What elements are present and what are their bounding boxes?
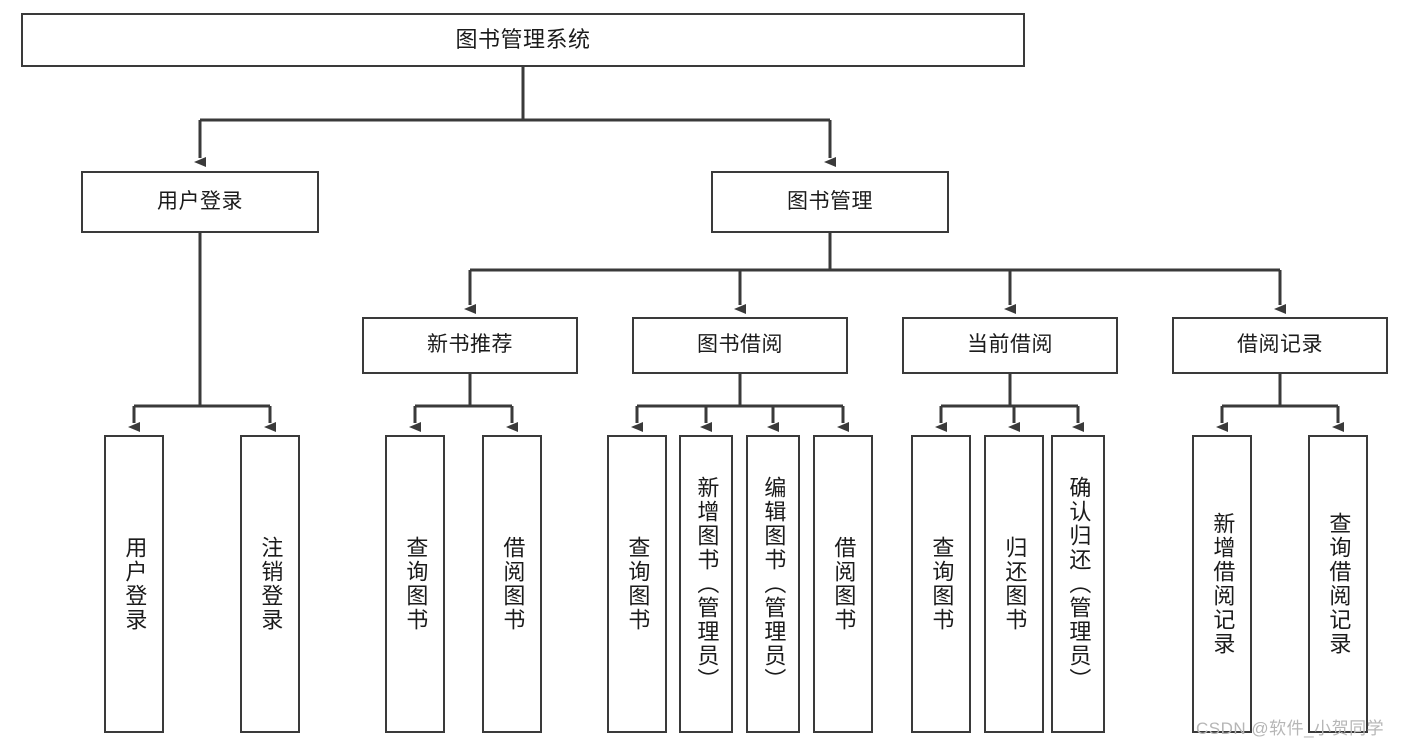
node-leaf-query-book-borrow-label: 查询图书 [625, 536, 651, 632]
node-user-login[interactable]: 用户登录 [81, 171, 319, 233]
node-root[interactable]: 图书管理系统 [21, 13, 1025, 67]
node-leaf-borrow-book-label: 借阅图书 [831, 536, 857, 632]
node-user-login-label: 用户登录 [157, 189, 243, 213]
node-leaf-edit-book[interactable]: 编辑图书（管理员） [746, 435, 800, 733]
node-borrow-record-label: 借阅记录 [1237, 333, 1323, 357]
node-leaf-edit-book-label: 编辑图书（管理员） [761, 476, 787, 692]
node-leaf-borrow-book-recommend-label: 借阅图书 [500, 536, 526, 632]
csdn-watermark: CSDN @软件_小贺同学 [1196, 719, 1385, 738]
node-leaf-query-book-current[interactable]: 查询图书 [911, 435, 971, 733]
node-current-borrow-label: 当前借阅 [967, 333, 1053, 357]
node-leaf-query-borrow-record[interactable]: 查询借阅记录 [1308, 435, 1368, 733]
node-leaf-query-borrow-record-label: 查询借阅记录 [1326, 512, 1352, 656]
node-leaf-add-book[interactable]: 新增图书（管理员） [679, 435, 733, 733]
node-leaf-query-book-current-label: 查询图书 [929, 536, 955, 632]
node-leaf-query-book-recommend[interactable]: 查询图书 [385, 435, 445, 733]
node-new-book-recommend[interactable]: 新书推荐 [362, 317, 578, 374]
node-leaf-borrow-book-recommend[interactable]: 借阅图书 [482, 435, 542, 733]
node-leaf-confirm-return[interactable]: 确认归还（管理员） [1051, 435, 1105, 733]
node-new-book-recommend-label: 新书推荐 [427, 333, 513, 357]
node-leaf-logout-login-label: 注销登录 [258, 536, 284, 632]
node-book-borrow[interactable]: 图书借阅 [632, 317, 848, 374]
node-leaf-return-book[interactable]: 归还图书 [984, 435, 1044, 733]
node-leaf-user-login[interactable]: 用户登录 [104, 435, 164, 733]
node-leaf-query-book-borrow[interactable]: 查询图书 [607, 435, 667, 733]
node-current-borrow[interactable]: 当前借阅 [902, 317, 1118, 374]
node-leaf-return-book-label: 归还图书 [1002, 536, 1028, 632]
node-book-borrow-label: 图书借阅 [697, 333, 783, 357]
node-root-label: 图书管理系统 [455, 27, 591, 53]
node-leaf-confirm-return-label: 确认归还（管理员） [1066, 476, 1092, 692]
node-leaf-user-login-label: 用户登录 [122, 536, 148, 632]
node-leaf-borrow-book[interactable]: 借阅图书 [813, 435, 873, 733]
node-book-manage[interactable]: 图书管理 [711, 171, 949, 233]
node-borrow-record[interactable]: 借阅记录 [1172, 317, 1388, 374]
node-leaf-add-book-label: 新增图书（管理员） [694, 476, 720, 692]
node-leaf-add-borrow-record-label: 新增借阅记录 [1210, 512, 1236, 656]
node-leaf-add-borrow-record[interactable]: 新增借阅记录 [1192, 435, 1252, 733]
node-book-manage-label: 图书管理 [787, 189, 873, 213]
node-leaf-logout-login[interactable]: 注销登录 [240, 435, 300, 733]
node-leaf-query-book-recommend-label: 查询图书 [403, 536, 429, 632]
